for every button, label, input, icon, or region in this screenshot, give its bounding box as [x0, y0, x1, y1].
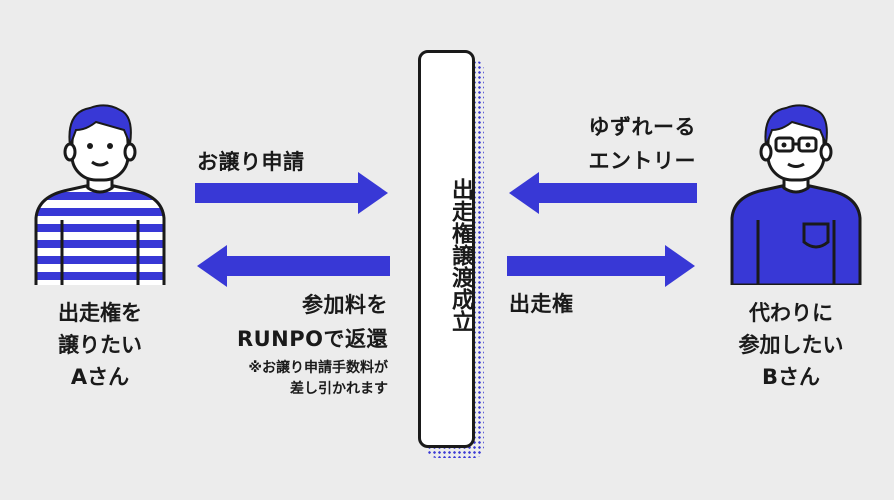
arrow-center-to-a-note: ※お譲り申請手数料が 差し引かれます: [248, 360, 388, 397]
center-box: [418, 50, 475, 448]
arrow-a-to-center-icon: [195, 172, 388, 214]
arrow-center-to-b-icon: [507, 245, 695, 287]
person-a-label: 出走権を 譲りたい Aさん: [58, 301, 142, 389]
arrow-b-to-center-icon: [509, 172, 697, 214]
arrow-center-to-a-label: 参加料を RUNPOで返還: [236, 293, 388, 351]
person-a-illustration-icon: [34, 104, 166, 285]
arrow-center-to-b-label: 出走権: [509, 292, 574, 316]
center-box-label: 出走権譲渡成立: [418, 140, 475, 370]
person-b-label: 代わりに 参加したい Bさん: [738, 301, 844, 389]
arrow-a-to-center-label: お譲り申請: [197, 150, 305, 174]
center-box-text: 出走権譲渡成立: [448, 178, 473, 332]
arrow-b-to-center-label: ゆずれーる エントリー: [588, 115, 696, 173]
arrow-center-to-a-icon: [197, 245, 390, 287]
person-b-illustration-icon: [730, 104, 862, 285]
